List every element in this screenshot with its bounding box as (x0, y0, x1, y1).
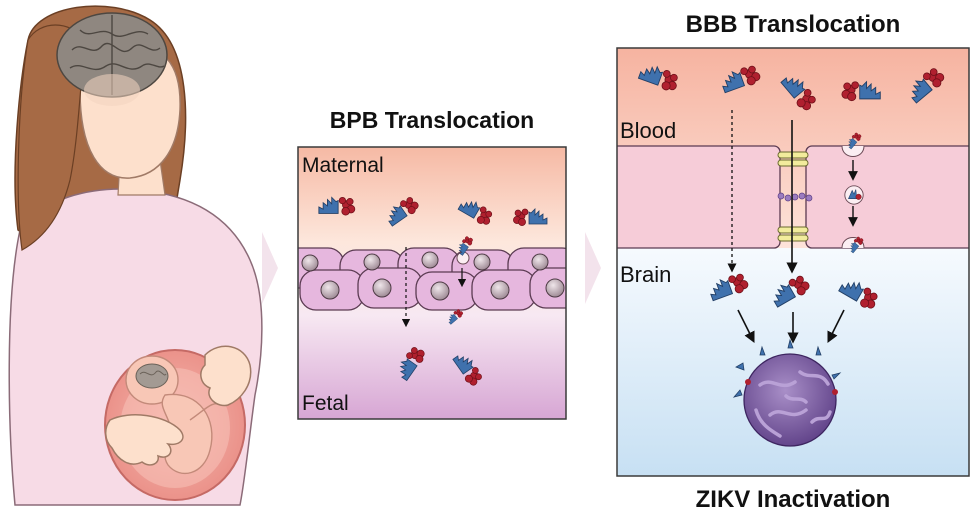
chevron-right-icon (262, 232, 278, 304)
zika-virus-particle (732, 338, 842, 447)
bpb-fetal-label: Fetal (302, 392, 349, 415)
bbb-brain-label: Brain (620, 262, 671, 287)
tight-junction-icon (777, 151, 809, 242)
endothelial-cell-left (617, 145, 781, 249)
bpb-panel: Maternal Fetal (297, 146, 567, 420)
chevron-right-icon (585, 232, 601, 304)
endothelial-cell-right (805, 145, 969, 249)
bpb-title: BPB Translocation (330, 107, 534, 133)
bbb-title: BBB Translocation (686, 11, 901, 38)
maternal-brain-icon (56, 12, 168, 106)
bpb-maternal-label: Maternal (302, 154, 384, 177)
pregnant-woman-illustration (8, 5, 263, 506)
bbb-panel: Blood Brain (616, 47, 970, 477)
bbb-blood-label: Blood (620, 118, 676, 143)
zikv-inactivation-caption: ZIKV Inactivation (696, 486, 891, 513)
